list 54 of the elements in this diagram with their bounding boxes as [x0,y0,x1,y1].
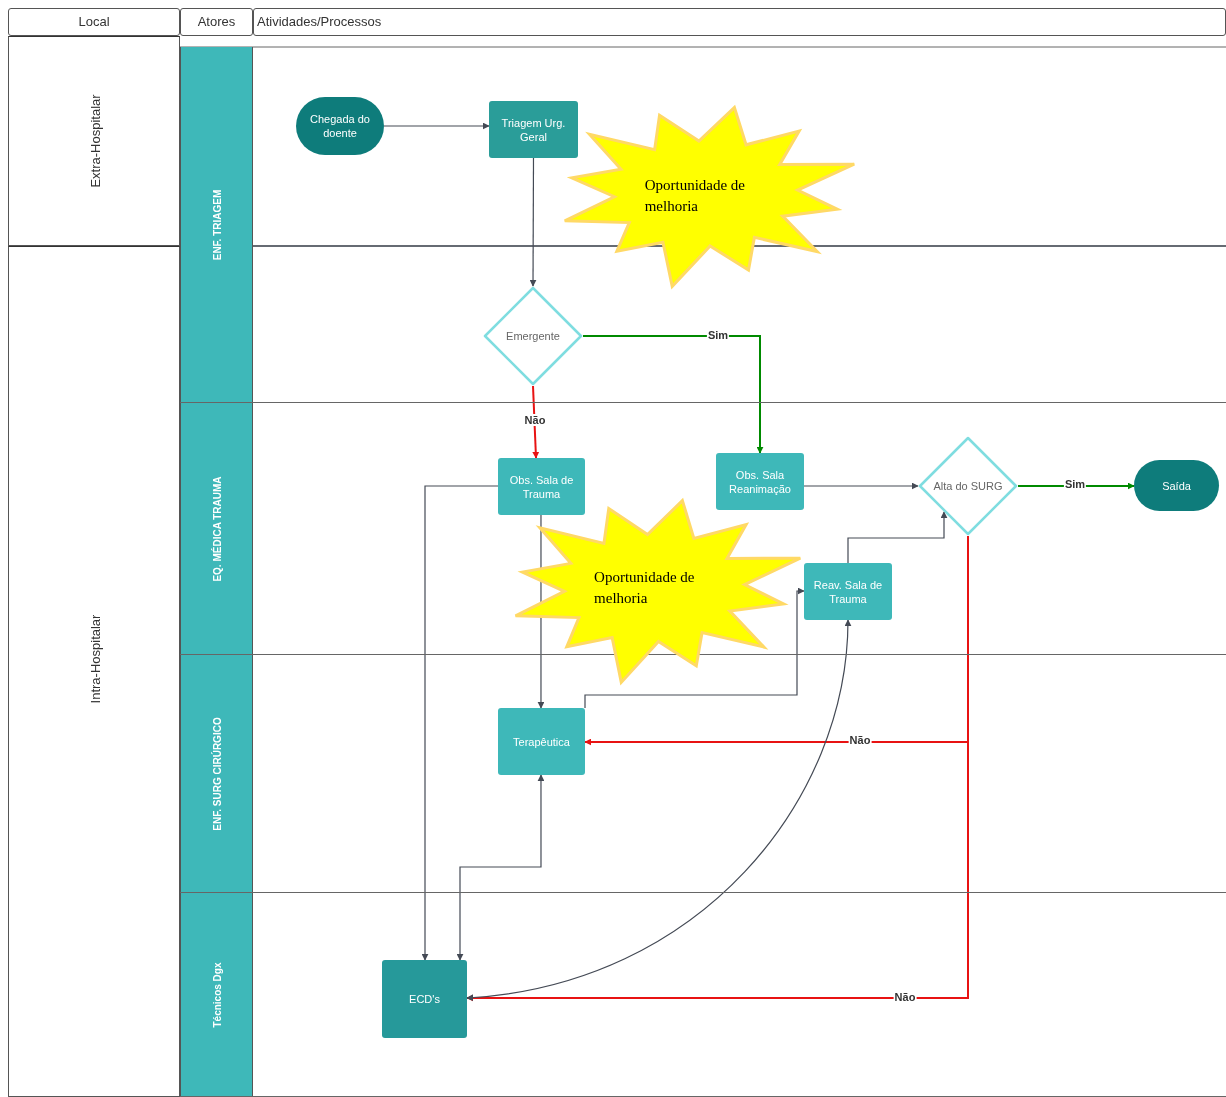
edge-label: Sim [1063,478,1087,490]
column-header [253,8,1226,36]
decision-label: Alta do SURG [933,480,1003,492]
decision-diamond [918,436,1018,536]
header-text: Local [77,14,111,29]
column-header [180,8,253,36]
terminator-shape [1134,460,1219,511]
header-text: Atividades/Processos [257,14,382,29]
process-box [804,563,892,620]
edge-label: Não [893,991,917,1003]
arrow [847,511,948,564]
arrow [421,485,499,961]
process-box [498,708,585,775]
swimlane [180,655,1226,893]
lane-title: EQ. MÉDICA TRAUMA [211,476,223,582]
process-box [498,458,585,515]
node-label: Terapêutica [512,734,571,749]
decision-label: Emergente [506,330,560,342]
process-box [716,453,804,510]
edge-label: Sim [706,329,730,341]
node-label: Triagem Urg. Geral [500,115,567,144]
node-label: Obs. Sala de Trauma [508,472,575,501]
swimlane-band [8,36,180,246]
node-label: ECD's [408,992,441,1006]
node-label: Obs. Sala Reanimação [728,467,792,496]
column-header [8,8,180,36]
lane-title: Técnicos Dgx [211,962,223,1028]
node-label: Saída [1161,478,1192,493]
edge-label: Não [848,734,872,746]
lane-title: ENF. SURG CIRÚRGICO [211,717,223,831]
terminator-shape [296,97,384,155]
lane-title: ENF. TRIAGEM [211,189,223,261]
arrow [803,482,919,490]
arrow [529,157,537,287]
node-label: Reav. Sala de Trauma [812,577,884,606]
process-box [489,101,578,158]
swimlane [180,47,1226,403]
arrow [582,335,764,454]
process-box [382,960,467,1038]
node-label: Chegada do doente [309,112,371,140]
decision-diamond [483,286,583,386]
swimlane [180,893,1226,1097]
edge-label: Não [523,414,547,426]
callout-text: Oportunidade de melhoria [644,175,747,216]
band-title: Extra-Hospitalar [87,94,103,188]
arrow [383,122,490,130]
arrow [456,774,545,961]
arrow [466,619,852,1001]
arrow [584,587,805,709]
swimlane-band [8,246,180,1097]
callout-text: Oportunidade de melhoria [594,568,696,609]
arrow [532,385,540,459]
header-text: Atores [196,14,237,29]
band-title: Intra-Hospitalar [87,614,103,704]
